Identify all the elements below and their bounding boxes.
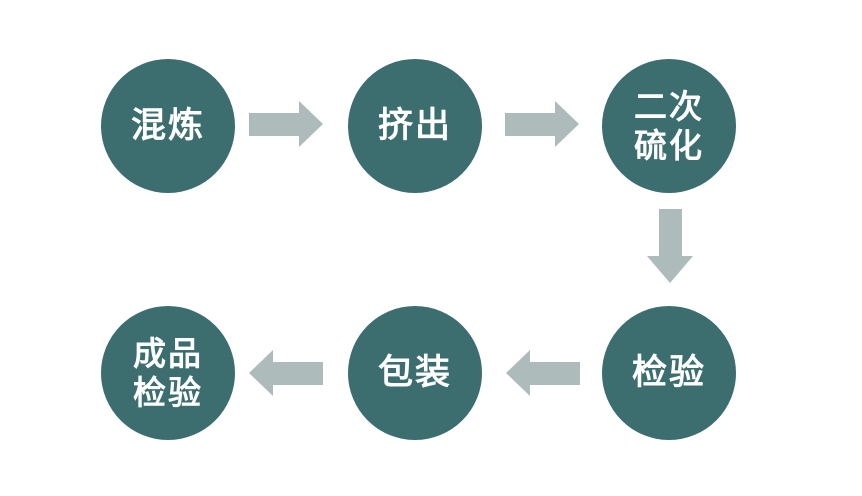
node-finished-product-inspection: 成品 检验 (101, 306, 235, 440)
node-extrusion: 挤出 (348, 59, 482, 193)
arrow-head-icon (506, 350, 530, 396)
node-label: 包装 (377, 353, 452, 392)
arrow-left-packaging-to-final-inspection (249, 350, 323, 396)
arrow-head-icon (555, 101, 579, 147)
node-label-line2: 硫化 (634, 127, 704, 164)
arrow-shaft (530, 361, 580, 385)
node-label: 检验 (631, 353, 706, 392)
node-label-line1: 成品 (133, 335, 203, 372)
arrow-head-icon (249, 350, 273, 396)
node-label: 挤出 (377, 106, 452, 145)
arrow-shaft (273, 361, 323, 385)
arrow-head-icon (299, 101, 323, 147)
arrow-right-mixing-to-extrusion (249, 101, 323, 147)
node-label: 混炼 (130, 106, 205, 145)
arrow-head-icon (647, 256, 693, 283)
arrow-shaft (249, 112, 299, 136)
arrow-shaft (505, 112, 555, 136)
arrow-shaft (658, 209, 682, 256)
node-inspection: 检验 (602, 306, 736, 440)
arrow-left-inspection-to-packaging (506, 350, 580, 396)
node-mixing: 混炼 (101, 59, 235, 193)
arrow-right-extrusion-to-vulcanization (505, 101, 579, 147)
node-label-line2: 检验 (133, 374, 203, 411)
node-label-line1: 二次 (634, 88, 704, 125)
node-secondary-vulcanization: 二次 硫化 (602, 59, 736, 193)
arrow-down-vulcanization-to-inspection (647, 209, 693, 283)
node-packaging: 包装 (348, 306, 482, 440)
